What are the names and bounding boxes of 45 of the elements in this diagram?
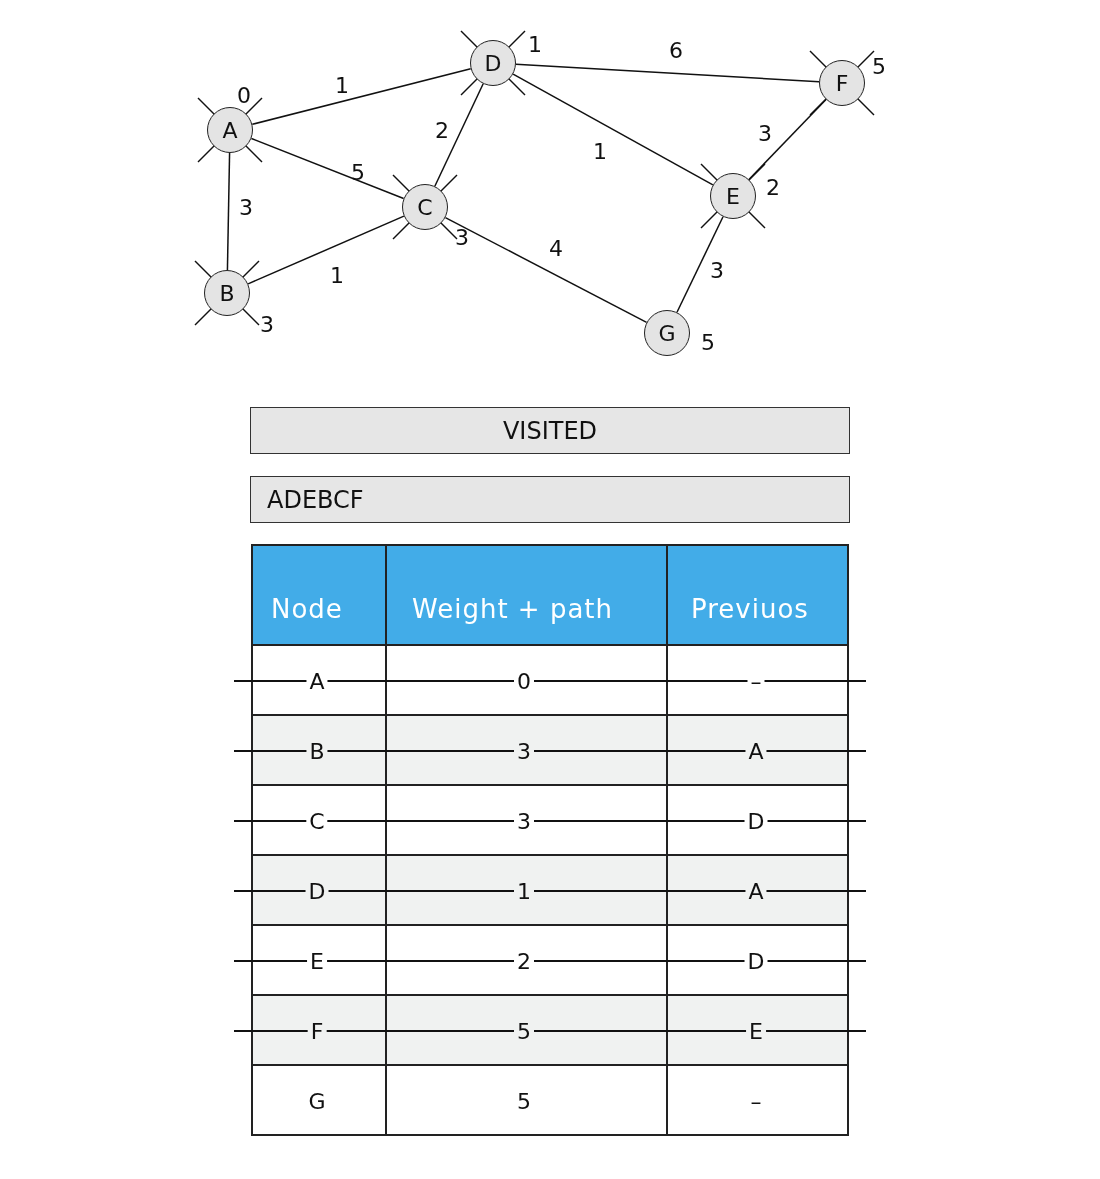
edge-line — [434, 83, 484, 187]
heading-bar: VISITED — [250, 407, 850, 454]
node-distance: 5 — [701, 329, 715, 355]
graph-node — [204, 270, 250, 316]
edge-weight: 2 — [435, 117, 449, 143]
edge-line — [251, 67, 472, 126]
node-distance: 5 — [872, 53, 886, 79]
graph-node — [207, 107, 253, 153]
node-label: E — [726, 183, 740, 209]
column-header: Previuos — [690, 594, 810, 624]
visited-order-box: ADEBCF — [250, 476, 850, 523]
node-distance: 3 — [455, 224, 469, 250]
edge-weight: 3 — [239, 194, 253, 220]
graph-node — [710, 173, 756, 219]
edge-line — [247, 215, 405, 285]
node-label: A — [222, 117, 238, 143]
graph-node — [644, 310, 690, 356]
edge-weight: 4 — [549, 235, 563, 261]
edge-weight: 1 — [593, 138, 607, 164]
node-distance: 3 — [260, 311, 274, 337]
edge-line — [515, 63, 820, 83]
column-header: Weight + path — [411, 594, 614, 624]
graph-node — [470, 40, 516, 86]
column-header: Node — [270, 594, 344, 624]
node-label: G — [658, 320, 676, 346]
edge-weight: 6 — [669, 37, 683, 63]
node-label: D — [484, 50, 502, 76]
edge-line — [444, 216, 648, 324]
edge-line — [512, 73, 714, 186]
node-label: F — [835, 70, 849, 96]
edge-line — [226, 152, 231, 271]
graph-node — [402, 184, 448, 230]
edge-weight: 3 — [710, 257, 724, 283]
edge-weight: 3 — [758, 120, 772, 146]
node-distance: 1 — [528, 31, 542, 57]
node-label: B — [219, 280, 235, 306]
node-distance: 0 — [237, 82, 251, 108]
edge-line — [676, 215, 724, 314]
edge-weight: 5 — [351, 159, 365, 185]
node-label: C — [417, 194, 433, 220]
edge-weight: 1 — [335, 72, 349, 98]
edge-line — [250, 137, 405, 200]
edge-weight: 1 — [330, 262, 344, 288]
node-distance: 2 — [766, 174, 780, 200]
graph-node — [819, 60, 865, 106]
